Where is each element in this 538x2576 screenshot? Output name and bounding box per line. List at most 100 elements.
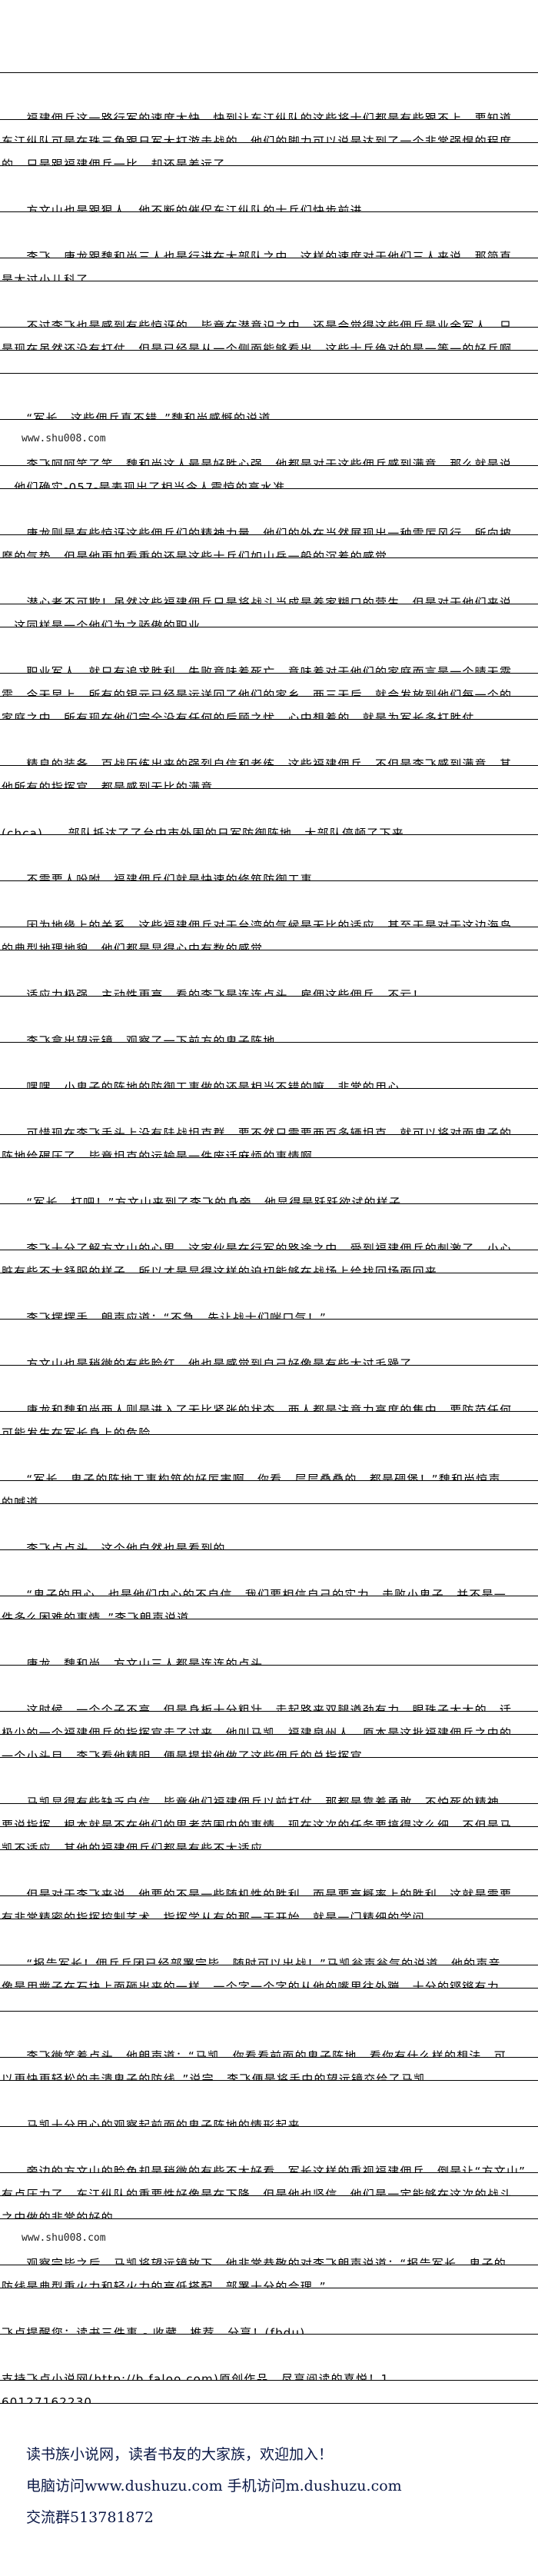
line-text: “军长，打吧！”方文山来到了李飞的身旁，他显得是跃跃欲试的样子。 — [2, 1196, 414, 1204]
footer-access-links: 电脑访问www.dushuzu.com 手机访问m.dushuzu.com — [26, 2478, 402, 2494]
blank-line — [0, 1204, 538, 1227]
line-text: 支持飞卢小说网(http://b.faloo.com)原创作品，尽享阅读的喜悦！… — [2, 2372, 390, 2381]
blank-line — [0, 2335, 538, 2358]
line-text: 极少的一个福建佣兵的指挥官走了过来，他叫马凯，福建泉州人，原本是这批福建佣兵之中… — [2, 1726, 513, 1735]
blank-line — [0, 720, 538, 743]
text-line: 适应力极强，主动性更高，看的李飞是连连点头，雇佣这些佣兵，不亏！ — [0, 973, 538, 997]
blank-line — [0, 558, 538, 581]
text-line: 可能发生在军长身上的危险。 — [0, 1412, 538, 1435]
blank-line — [0, 1435, 538, 1458]
line-text: 之中做的非常的好的。 — [2, 2211, 127, 2219]
blank-line — [0, 2012, 538, 2035]
blank-line — [0, 1273, 538, 1296]
line-text: 嘿嘿，小鬼子的阵地的防御工事做的还是相当不错的嘛，非常的用心。 — [2, 1080, 413, 1089]
line-text: 有点压力了，东江纵队的重要性好像是在下降，但是他也坚信，他们是一定能够在这次的战… — [2, 2188, 513, 2196]
blank-line — [0, 374, 538, 397]
text-line: “军长，打吧！”方文山来到了李飞的身旁，他显得是跃跃欲试的样子。 — [0, 1181, 538, 1204]
text-line: 一个小头目，李飞看他精明，便是提拔他做了这些佣兵的总指挥官。 — [0, 1735, 538, 1758]
text-line: 李飞微笑着点头，他朗声道：“马凯，你看看前面的鬼子阵地，看你有什么样的想法，可 — [0, 2035, 538, 2058]
blank-line — [0, 1043, 538, 1066]
line-text: 不过李飞也是感到有些惊讶的，毕竟在潜意识之中，还是会觉得这些佣兵是业余军人，只 — [2, 319, 513, 328]
line-text: 件多么困难的事情。”李飞朗声说道。 — [2, 1611, 202, 1619]
line-text: 潜心者不可欺！虽然这些福建佣兵只是将战斗当成是养家糊口的营生，但是对于他们来说 — [2, 596, 513, 604]
text-line: 像是用凿子在石块上面砸出来的一样，一个字一个字的从他的嘴里往外蹦，十分的铿锵有力… — [0, 1965, 538, 1989]
blank-line — [0, 1158, 538, 1181]
text-line: 件多么困难的事情。”李飞朗声说道。 — [0, 1596, 538, 1619]
ruled-empty-line — [0, 1989, 538, 2012]
line-text: 职业军人，就只有追求胜利。失败意味着死亡，意味着对于他们的家庭而言是一个晴天霹 — [2, 665, 513, 674]
line-text: ，这同样是一个他们为之骄傲的职业。 — [2, 619, 214, 627]
line-text: 的喊道。 — [2, 1496, 51, 1504]
line-text: 方文山也是稍微的有些脸红，他也是感觉到自己好像是有些太过毛躁了。 — [2, 1357, 425, 1366]
text-line: 唐龙，魏和尚，方文山三人都是连连的点头。 — [0, 1642, 538, 1666]
text-line: 阵地给碾压了，毕竟坦克的运输是一件废话麻烦的事情啊。 — [0, 1135, 538, 1158]
line-text: 60127162230 — [2, 2395, 93, 2404]
footer-group-number: 交流群513781872 — [26, 2509, 154, 2526]
watermark-line: www.shu008.com — [0, 2219, 538, 2242]
text-line: 唐龙和魏和尚两人则是进入了无比紧张的状态，两人都是注意力高度的集中，要防范任何 — [0, 1389, 538, 1412]
blank-line — [0, 212, 538, 235]
text-line: 观察完毕之后，马凯将望远镜放下，他非常恭敬的对李飞朗声说道：“报告军长，鬼子的 — [0, 2242, 538, 2265]
blank-line — [0, 1550, 538, 1573]
line-text: 因为地缘上的关系，这些福建佣兵对于台湾的气候是无比的适应，甚至于是对于这边海岛 — [2, 919, 513, 927]
text-line: 靡的气势，但是他更加看重的还是这些士兵们如山岳一般的沉着的感觉。 — [0, 535, 538, 558]
line-text: (chca) 部队抵达了了台中市外围的日军防御阵地，大部队停顿了下来。 — [2, 827, 417, 835]
text-line: 李飞十分了解方文山的心思，这家伙是在行军的路途之中，受到福建佣兵的刺激了，小心 — [0, 1227, 538, 1250]
line-text: 是太过小儿科了。 — [2, 273, 101, 281]
text-line: 嘿嘿，小鬼子的阵地的防御工事做的还是相当不错的嘛，非常的用心。 — [0, 1066, 538, 1089]
text-line: “军长，鬼子的阵地工事构筑的好厉害啊，你看，层层叠叠的，都是碉堡！”魏和尚惊声 — [0, 1458, 538, 1481]
line-text: 不需要人吩咐，福建佣兵们就是快速的修筑防御工事。 — [2, 873, 326, 881]
line-text: 李飞摆摆手，朗声应道：“不急，先让战士们喘口气！” — [2, 1311, 327, 1320]
watermark-line: www.shu008.com — [0, 420, 538, 443]
text-line: 以更快更轻松的击溃鬼子的防线。”说完，李飞便是将手中的望远镜交给了马凯。 — [0, 2058, 538, 2081]
blank-line — [0, 2127, 538, 2150]
line-text: 福建佣兵这一路行军的速度太快，快到让东江纵队的这些将士们都是有些跟不上，要知道 — [2, 111, 513, 120]
blank-line — [0, 1320, 538, 1343]
line-text: 唐龙，魏和尚，方文山三人都是连连的点头。 — [2, 1657, 276, 1666]
text-line: 60127162230 — [0, 2381, 538, 2404]
line-text: 。 — [2, 365, 15, 374]
text-line: (chca) 部队抵达了了台中市外围的日军防御阵地，大部队停顿了下来。 — [0, 812, 538, 835]
line-text: 靡的气势，但是他更加看重的还是这些士兵们如山岳一般的沉着的感觉。 — [2, 550, 400, 558]
text-line: 精良的装备，百战历练出来的强烈自信和老练，这些福建佣兵，不但是李飞感到满意，其 — [0, 743, 538, 766]
text-line: 这时候，一个个子不高，但是身板十分粗壮，走起路来双腿遒劲有力，眼珠子大大的，话 — [0, 1689, 538, 1712]
line-text: 唐龙和魏和尚两人则是进入了无比紧张的状态，两人都是注意力高度的集中，要防范任何 — [2, 1403, 513, 1412]
text-line: “鬼子的用心，也是他们内心的不自信，我们要相信自己的实力，击败小鬼子，并不是一 — [0, 1573, 538, 1596]
line-text: 适应力极强，主动性更高，看的李飞是连连点头，雇佣这些佣兵，不亏！ — [2, 988, 425, 997]
line-text: 一个小头目，李飞看他精明，便是提拔他做了这些佣兵的总指挥官。 — [2, 1749, 376, 1758]
blank-line — [0, 1919, 538, 1942]
blank-line — [0, 950, 538, 973]
text-line: 方文山也是跟狠人，他不断的催促东江纵队的士兵们快步前进。 — [0, 189, 538, 212]
line-text: 要说指挥，根本就是不在他们的思考范围内的事情，现在这次的任务要搞得这么细，不但是… — [2, 1819, 513, 1827]
text-line: 家庭之中，所有现在他们完全没有任何的后顾之忧，心中想着的，就是为军长多打胜仗。 — [0, 697, 538, 720]
text-line: 马凯十分用心的观察起前面的鬼子阵地的情形起来。 — [0, 2104, 538, 2127]
text-line: 的典型地理地貌，他们都是显得心中有数的感觉。 — [0, 927, 538, 950]
watermark-text: www.shu008.com — [2, 433, 106, 443]
text-line: 李飞拿出望远镜，观察了一下前方的鬼子阵地。 — [0, 1020, 538, 1043]
text-line: 马凯显得有些缺乏自信，毕竟他们福建佣兵以前打仗，那都是靠着勇敢，不怕死的精神， — [0, 1781, 538, 1804]
text-line: 的，只是跟福建佣兵一比，却还是差远了。 — [0, 143, 538, 166]
text-line: 是现在虽然还没有打仗，但是已经是从一个侧面能够看出，这些士兵绝对的是一等一的好兵… — [0, 328, 538, 351]
text-line: 之中做的非常的好的。 — [0, 2196, 538, 2219]
watermark-text: www.shu008.com — [2, 2232, 106, 2242]
line-text: “鬼子的用心，也是他们内心的不自信，我们要相信自己的实力，击败小鬼子，并不是一 — [2, 1588, 506, 1596]
line-text: 雳，今天早上，所有的银元已经是运送回了他们的家乡，两三天后，就会发放到他们每一个… — [2, 688, 513, 697]
line-text: 飞卢提醒您：读书三件事 - 收藏、推荐、分享！(fbdu) — [2, 2326, 306, 2335]
text-line: 支持飞卢小说网(http://b.faloo.com)原创作品，尽享阅读的喜悦！… — [0, 2358, 538, 2381]
line-text: 观察完毕之后，马凯将望远镜放下，他非常恭敬的对李飞朗声说道：“报告军长，鬼子的 — [2, 2257, 506, 2265]
blank-line — [0, 997, 538, 1020]
text-line: 的喊道。 — [0, 1481, 538, 1504]
blank-line — [0, 166, 538, 189]
line-text: “军长，这些佣兵真不错。”魏和尚感慨的说道。 — [2, 411, 284, 420]
text-line: 飞卢提醒您：读书三件事 - 收藏、推荐、分享！(fbdu) — [0, 2311, 538, 2335]
blank-line — [0, 835, 538, 858]
text-line: ，这同样是一个他们为之骄傲的职业。 — [0, 604, 538, 627]
line-text: 唐龙则是有些惊讶这些佣兵们的精神力量，他们的外在当然展现出一种雷厉风行，所向披 — [2, 527, 513, 535]
text-line: 唐龙则是有些惊讶这些佣兵们的精神力量，他们的外在当然展现出一种雷厉风行，所向披 — [0, 512, 538, 535]
line-text: 他所有的指挥官，都是感到无比的满意。 — [2, 780, 226, 789]
line-text: 马凯十分用心的观察起前面的鬼子阵地的情形起来。 — [2, 2118, 314, 2127]
text-line: 不需要人吩咐，福建佣兵们就是快速的修筑防御工事。 — [0, 858, 538, 881]
text-line: 防线是典型重火力和轻火力的高低搭配，部署十分的合理。” — [0, 2265, 538, 2288]
text-line: “军长，这些佣兵真不错。”魏和尚感慨的说道。 — [0, 397, 538, 420]
line-text: 精良的装备，百战历练出来的强烈自信和老练，这些福建佣兵，不但是李飞感到满意，其 — [2, 757, 513, 766]
